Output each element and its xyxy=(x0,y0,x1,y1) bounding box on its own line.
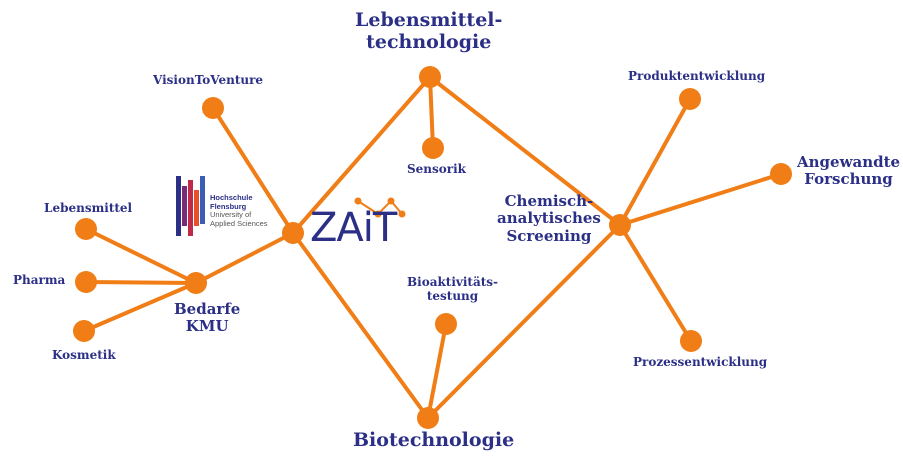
edge-biot-chem xyxy=(426,223,622,420)
zait-molecule-bond xyxy=(357,200,379,215)
zait-molecule-atom xyxy=(374,210,382,218)
zait-molecule-atom xyxy=(398,210,406,218)
edge-biot-bio xyxy=(426,322,448,420)
label-sensorik: Sensorik xyxy=(407,162,466,176)
edge-vis-zait xyxy=(211,106,295,235)
edge-chem-ang xyxy=(618,172,783,227)
node-leb xyxy=(419,66,441,88)
node-biot xyxy=(417,407,439,429)
node-chem xyxy=(609,214,631,236)
label-biotechnologie: Biotechnologie xyxy=(353,429,515,451)
edge-chem-proz xyxy=(618,223,693,343)
edge-leb-chem xyxy=(428,75,622,227)
node-vis xyxy=(202,97,224,119)
edges xyxy=(82,75,783,420)
zait-molecule-atom xyxy=(354,197,362,205)
zait-logo: ZAiT xyxy=(310,205,397,251)
label-pharma: Pharma xyxy=(13,273,66,287)
edge-zait-leb xyxy=(291,75,432,235)
label-bioaktivitaetstestung: Bioaktivitäts- testung xyxy=(407,275,499,303)
label-lebensmitteltechnologie: Lebensmittel- technologie xyxy=(355,9,503,53)
node-ang xyxy=(770,163,792,185)
node-lebm xyxy=(75,218,97,240)
label-prozessentwicklung: Prozessentwicklung xyxy=(633,355,768,369)
node-pharma xyxy=(75,271,97,293)
zait-molecule-atom xyxy=(387,197,395,205)
label-visiontoventure: VisionToVenture xyxy=(153,73,264,87)
node-zait xyxy=(282,222,304,244)
edge-chem-prod xyxy=(618,97,692,227)
edge-bed-lebm xyxy=(84,227,198,285)
edge-bed-kos xyxy=(82,281,198,333)
hochschule-logo-bars-icon xyxy=(176,176,210,236)
label-produktentwicklung: Produktentwicklung xyxy=(628,69,766,83)
node-prod xyxy=(679,88,701,110)
label-chemisch-analytisches-screening: Chemisch- analytisches Screening xyxy=(497,192,601,245)
label-angewandte-forschung: Angewandte Forschung xyxy=(797,153,901,189)
label-kosmetik: Kosmetik xyxy=(52,348,116,362)
hochschule-flensburg-logo: Hochschule Flensburg University of Appli… xyxy=(176,176,296,236)
edge-zait-biot xyxy=(291,231,430,420)
hochschule-logo-text: Hochschule Flensburg University of Appli… xyxy=(210,193,268,228)
node-bio xyxy=(435,313,457,335)
node-sen xyxy=(422,137,444,159)
edge-zait-bed xyxy=(194,231,295,285)
node-proz xyxy=(680,330,702,352)
edge-bed-pharma xyxy=(84,280,198,285)
nodes xyxy=(73,66,792,429)
label-bedarfe-kmu: Bedarfe KMU xyxy=(174,300,241,336)
edge-leb-sen xyxy=(428,75,435,150)
node-kos xyxy=(73,320,95,342)
label-lebensmittel: Lebensmittel xyxy=(44,201,133,215)
node-bed xyxy=(185,272,207,294)
